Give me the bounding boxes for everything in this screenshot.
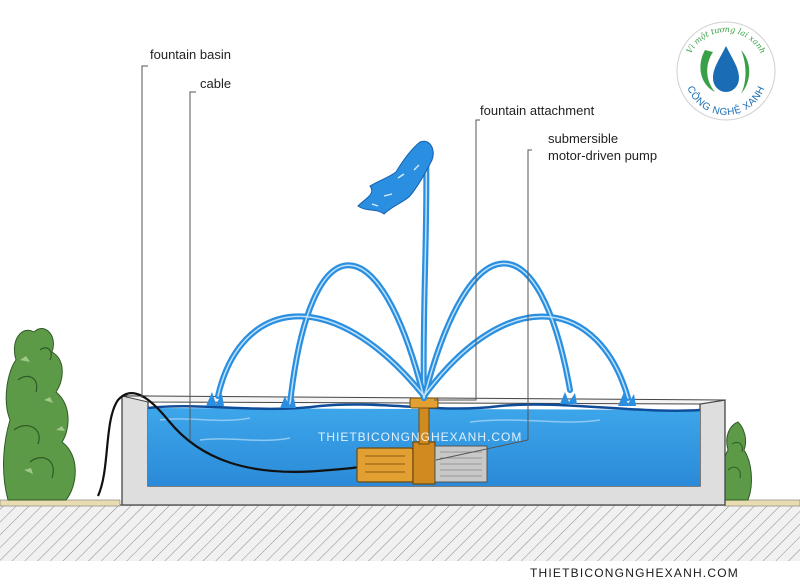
- label-fountain-basin: fountain basin: [150, 47, 231, 62]
- cong-nghe-xanh-logo: Vì một tương lai xanh CÔNG NGHỆ XANH: [676, 21, 776, 121]
- water-drop-icon: [713, 46, 739, 92]
- label-pump-line2: motor-driven pump: [548, 148, 658, 163]
- left-bush: [3, 328, 76, 501]
- water-splashes: [206, 392, 636, 408]
- fountain-jets: [215, 147, 631, 407]
- leader-lines: [141, 65, 532, 461]
- watermark-center: THIETBICONGNGHEXANH.COM: [318, 430, 523, 444]
- fountain-spray: [357, 140, 434, 215]
- leaf-icon: [700, 50, 715, 92]
- ground: [0, 499, 800, 561]
- label-cable: cable: [200, 76, 232, 91]
- label-pump-line1: submersible: [548, 131, 619, 146]
- watermark-bottom: THIETBICONGNGHEXANH.COM: [530, 566, 739, 580]
- submersible-pump: [356, 397, 488, 485]
- cable: [97, 392, 376, 497]
- label-fountain-attachment: fountain attachment: [480, 103, 595, 118]
